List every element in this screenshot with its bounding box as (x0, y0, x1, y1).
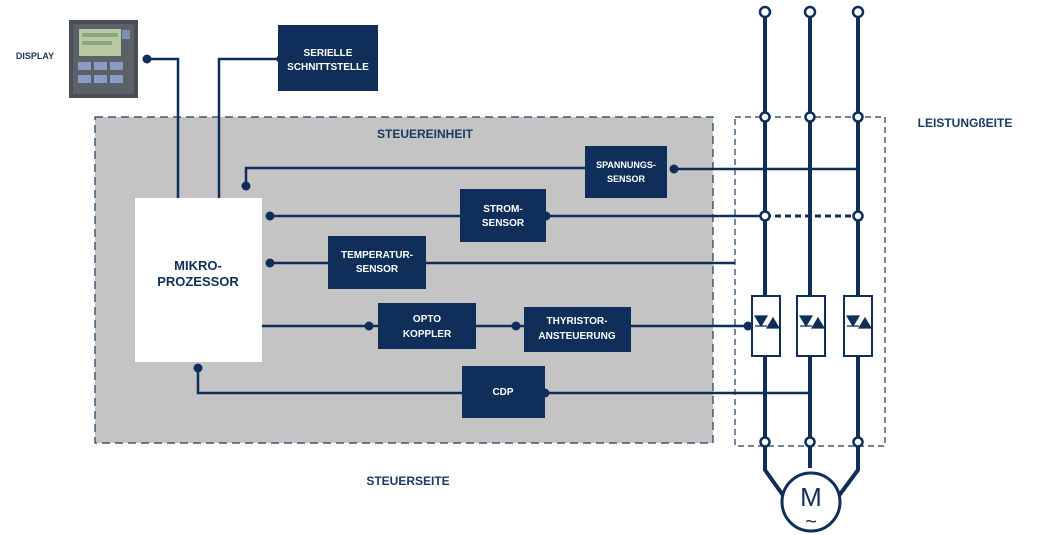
display-device-icon (69, 20, 138, 98)
control-unit-label: STEUEREINHEIT (377, 127, 474, 141)
temp-label-line2: SENSOR (356, 264, 399, 275)
microprocessor-block: MIKRO- PROZESSOR (135, 198, 262, 362)
voltage-sensor-block: SPANNUNGS- SENSOR (585, 146, 667, 198)
thyristor-label-line1: THYRISTOR- (547, 316, 608, 327)
micro-label-line2: PROZESSOR (157, 274, 239, 289)
current-sensor-block: STROM- SENSOR (460, 189, 546, 242)
opto-label-line1: OPTO (413, 314, 441, 325)
motor-icon: M ~ (782, 473, 840, 533)
thyristor-control-block: THYRISTOR- ANSTEUERUNG (524, 307, 631, 352)
motor-label: M (800, 482, 822, 512)
motor-ac-symbol: ~ (805, 511, 817, 533)
thyristor-icon (844, 296, 872, 356)
thyristor-label-line2: ANSTEUERUNG (538, 331, 615, 342)
thyristor-icon (797, 296, 825, 356)
opto-label-line2: KOPPLER (403, 329, 452, 340)
power-side-label: LEISTUNGßEITE (918, 116, 1013, 130)
temp-label-line1: TEMPERATUR- (341, 250, 413, 261)
micro-label-line1: MIKRO- (174, 258, 222, 273)
serial-interface-block: SERIELLE SCHNITTSTELLE (278, 25, 378, 91)
phase-lines (765, 12, 858, 505)
voltage-label-line1: SPANNUNGS- (596, 160, 656, 170)
voltage-label-line2: SENSOR (607, 174, 646, 184)
display-label: DISPLAY (16, 51, 54, 61)
current-label-line2: SENSOR (482, 218, 525, 229)
opto-coupler-block: OPTO KOPPLER (378, 303, 476, 349)
thyristor-icon (752, 296, 780, 356)
cdp-block: CDP (462, 366, 545, 418)
control-side-label: STEUERSEITE (366, 474, 449, 488)
temperature-sensor-block: TEMPERATUR- SENSOR (328, 236, 426, 289)
serial-label-line1: SERIELLE (304, 48, 353, 59)
serial-label-line2: SCHNITTSTELLE (287, 62, 369, 73)
cdp-label: CDP (492, 387, 513, 398)
current-label-line1: STROM- (483, 204, 522, 215)
